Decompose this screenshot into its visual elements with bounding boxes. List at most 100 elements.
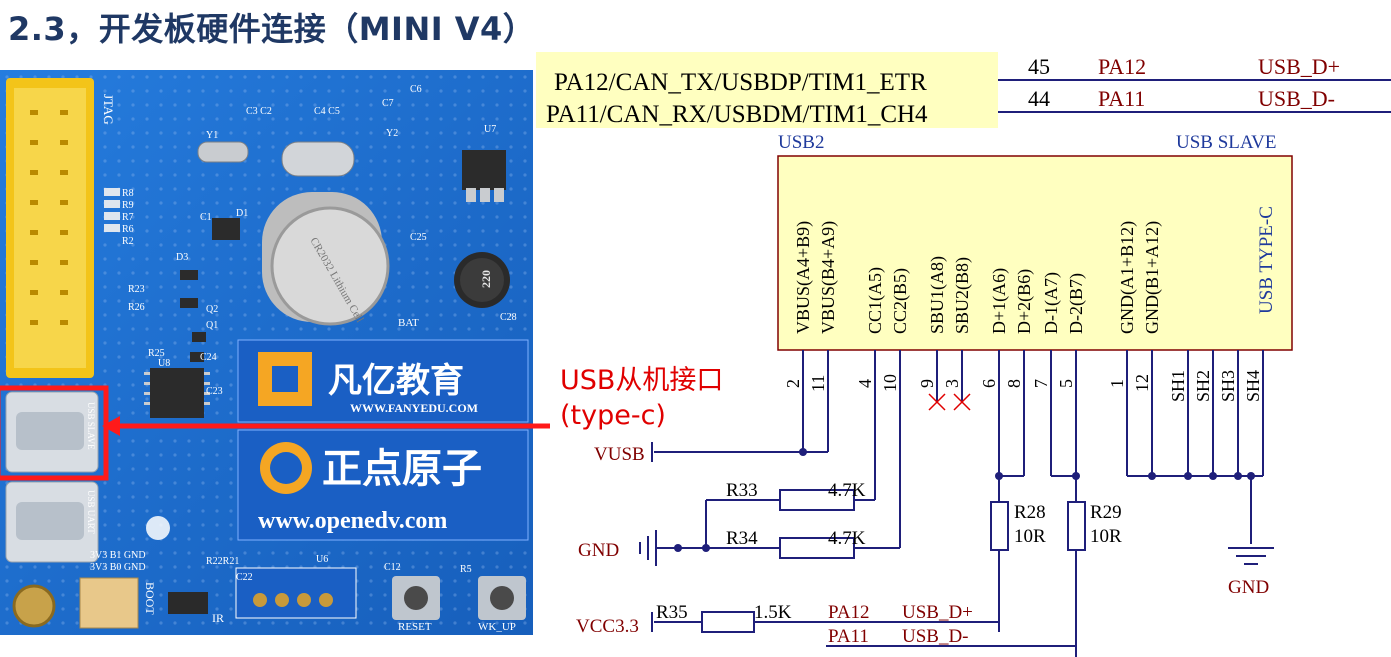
usb-schematic: PA12/CAN_TX/USBDP/TIM1_ETR PA11/CAN_RX/U… [536,52,1391,657]
svg-text:C25: C25 [410,232,427,243]
usb-typec-body [777,155,1293,351]
svg-text:C12: C12 [384,562,401,573]
bottom-pa11: PA11 [828,626,869,647]
r33-label: R33 [726,480,758,501]
r33-value: 4.7K [828,480,866,501]
svg-text:C24: C24 [200,352,217,363]
svg-text:GND(B1+A12): GND(B1+A12) [1142,221,1163,334]
r29-label: R29 [1090,502,1122,523]
svg-text:D-2(B7): D-2(B7) [1066,273,1087,334]
r29-value: 10R [1090,526,1122,547]
callout-arrow [102,416,550,436]
dev-board-photo: JTAG CR2032 Lithium Cell BAT 220 凡 [0,70,533,635]
svg-text:SH2: SH2 [1193,370,1213,402]
svg-text:Q1: Q1 [206,320,218,331]
callout-line2: (type-c) [560,400,666,431]
svg-text:C6: C6 [410,84,422,95]
svg-text:C1: C1 [200,212,212,223]
battery-holder: CR2032 Lithium Cell BAT [262,192,419,329]
svg-text:R9: R9 [122,200,134,211]
usb-uart-connector: USB UART [5,481,99,563]
svg-text:4: 4 [855,379,875,388]
svg-text:C23: C23 [206,386,223,397]
svg-text:R23: R23 [128,284,145,295]
part-usb-slave: USB SLAVE [1176,132,1276,153]
svg-text:Q2: Q2 [206,304,218,315]
pin-num-44: 44 [1028,86,1050,111]
net-usb-dp: USB_D+ [1258,54,1340,79]
svg-text:3V3 B0 GND: 3V3 B0 GND [90,562,146,573]
pin-desc-1: PA12/CAN_TX/USBDP/TIM1_ETR [554,69,927,96]
svg-text:SBU2(B8): SBU2(B8) [952,257,973,334]
svg-text:U7: U7 [484,124,496,135]
svg-text:VBUS(B4+A9): VBUS(B4+A9) [818,221,839,334]
jtag-header: JTAG [6,78,116,378]
page-title: 2.3，开发板硬件连接（MINI V4） [8,10,536,48]
svg-text:9: 9 [917,379,937,388]
svg-text:CC1(A5): CC1(A5) [865,267,886,334]
svg-text:D+2(B6): D+2(B6) [1014,269,1035,334]
net-pa12: PA12 [1098,54,1146,79]
svg-text:D+1(A6): D+1(A6) [989,268,1010,334]
svg-text:R2: R2 [122,236,134,247]
svg-text:Y2: Y2 [386,128,398,139]
svg-text:CC2(B5): CC2(B5) [890,268,911,334]
svg-text:D1: D1 [236,208,248,219]
jtag-label: JTAG [101,94,116,125]
pin-desc-2: PA11/CAN_RX/USBDM/TIM1_CH4 [546,101,928,128]
usb-slave-silk: USB SLAVE [86,402,96,450]
svg-text:C28: C28 [500,312,517,323]
svg-text:11: 11 [808,375,828,392]
svg-text:R5: R5 [460,564,472,575]
svg-text:R25: R25 [148,348,165,359]
svg-text:D3: D3 [176,252,188,263]
brand2-text: 正点原子 [322,446,482,491]
brand-panel: 凡亿教育 WWW.FANYEDU.COM 正点原子 www.openedv.co… [237,339,529,541]
r34-label: R34 [726,528,758,549]
mcu-pin-box [536,52,998,128]
svg-text:C4 C5: C4 C5 [314,106,340,117]
brand2-url: www.openedv.com [258,508,447,534]
bat-label: BAT [398,317,419,329]
svg-text:C7: C7 [382,98,394,109]
svg-text:SH3: SH3 [1218,370,1238,402]
net-usb-dm: USB_D- [1258,86,1335,111]
ir-silk: IR [212,611,224,625]
r28-value: 10R [1014,526,1046,547]
reset-silk: RESET [398,621,432,633]
brand1-url: WWW.FANYEDU.COM [350,401,478,415]
svg-text:GND(A1+B12): GND(A1+B12) [1117,221,1138,334]
svg-text:12: 12 [1132,374,1152,392]
vusb-label: VUSB [594,444,645,465]
callout-line1: USB从机接口 [560,365,724,396]
electrolytic-capacitor: 220 [454,252,510,308]
svg-text:220: 220 [479,270,493,288]
usb-uart-silk: USB UART [86,490,96,534]
gnd-right-label: GND [1228,577,1269,598]
brand1-text: 凡亿教育 [328,362,464,400]
usb-slave-connector: USB SLAVE [5,391,99,473]
svg-text:5: 5 [1056,379,1076,388]
svg-text:R8: R8 [122,188,134,199]
usb-slave-highlight [0,385,109,481]
svg-text:U8: U8 [158,358,170,369]
bottom-pa12: PA12 [828,602,870,623]
svg-text:R6: R6 [122,224,134,235]
svg-text:6: 6 [979,379,999,388]
boot-silk: BOOT [143,582,157,615]
svg-text:1: 1 [1107,379,1127,388]
r35-value: 1.5K [754,602,792,623]
vcc-label: VCC3.3 [576,616,639,637]
svg-text:SH1: SH1 [1168,370,1188,402]
svg-text:R7: R7 [122,212,134,223]
bottom-usb-dp: USB_D+ [902,602,973,623]
net-pa11: PA11 [1098,86,1145,111]
svg-text:3: 3 [942,379,962,388]
bottom-usb-dm: USB_D- [902,626,969,647]
pin-num-45: 45 [1028,54,1050,79]
svg-text:R26: R26 [128,302,145,313]
svg-text:SH4: SH4 [1243,370,1263,402]
type-c-label: USB TYPE-C [1256,206,1277,314]
svg-text:8: 8 [1004,379,1024,388]
gnd-left-label: GND [578,540,619,561]
